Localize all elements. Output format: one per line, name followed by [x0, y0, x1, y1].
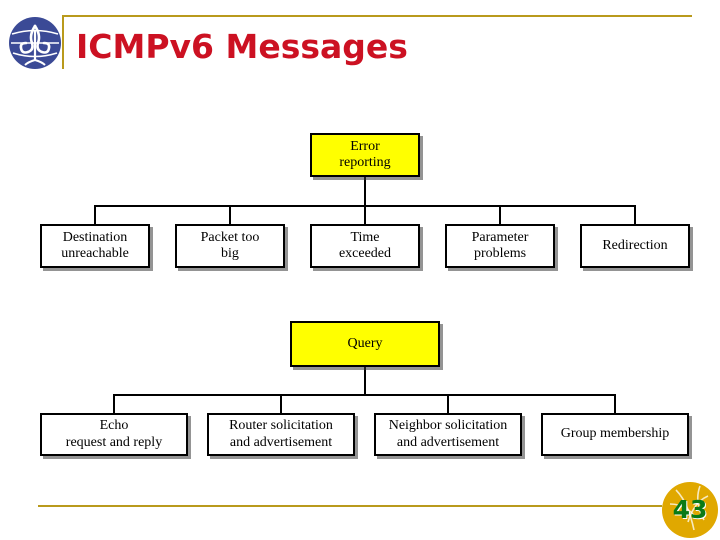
query-tree-bus [113, 394, 616, 396]
error-reporting-tree-root-node: Error reporting [310, 133, 420, 177]
header-divider-vertical [62, 15, 64, 69]
page-title: ICMPv6 Messages [76, 27, 408, 66]
footer-divider [38, 505, 662, 507]
query-tree-leg-2 [447, 394, 449, 413]
page-badge-circle [662, 482, 718, 538]
query-tree-leg-3 [614, 394, 616, 413]
error-reporting-tree-leg-3 [499, 205, 501, 224]
badge-leaf-art [669, 485, 709, 531]
page-number-badge: 43 [662, 482, 718, 538]
error-reporting-tree-node-3: Parameter problems [445, 224, 555, 268]
error-reporting-tree-root-stem [364, 177, 366, 205]
error-reporting-tree-node-0: Destination unreachable [40, 224, 150, 268]
error-reporting-tree-leg-1 [229, 205, 231, 224]
error-reporting-tree-leg-2 [364, 205, 366, 224]
error-reporting-tree-node-1: Packet too big [175, 224, 285, 268]
query-tree-leg-0 [113, 394, 115, 413]
query-tree-root-node: Query [290, 321, 440, 367]
error-reporting-tree-node-4: Redirection [580, 224, 690, 268]
header-divider-horizontal [62, 15, 692, 17]
query-tree-node-2: Neighbor solicitation and advertisement [374, 413, 522, 456]
query-tree-node-0: Echo request and reply [40, 413, 188, 456]
error-reporting-tree-node-2: Time exceeded [310, 224, 420, 268]
query-tree-node-1: Router solicitation and advertisement [207, 413, 355, 456]
query-tree-root-stem [364, 367, 366, 394]
page-number: 43 [672, 495, 708, 524]
error-reporting-tree-leg-0 [94, 205, 96, 224]
query-tree-node-3: Group membership [541, 413, 689, 456]
query-tree-leg-1 [280, 394, 282, 413]
error-reporting-tree-leg-4 [634, 205, 636, 224]
institution-globe-logo [8, 16, 62, 70]
